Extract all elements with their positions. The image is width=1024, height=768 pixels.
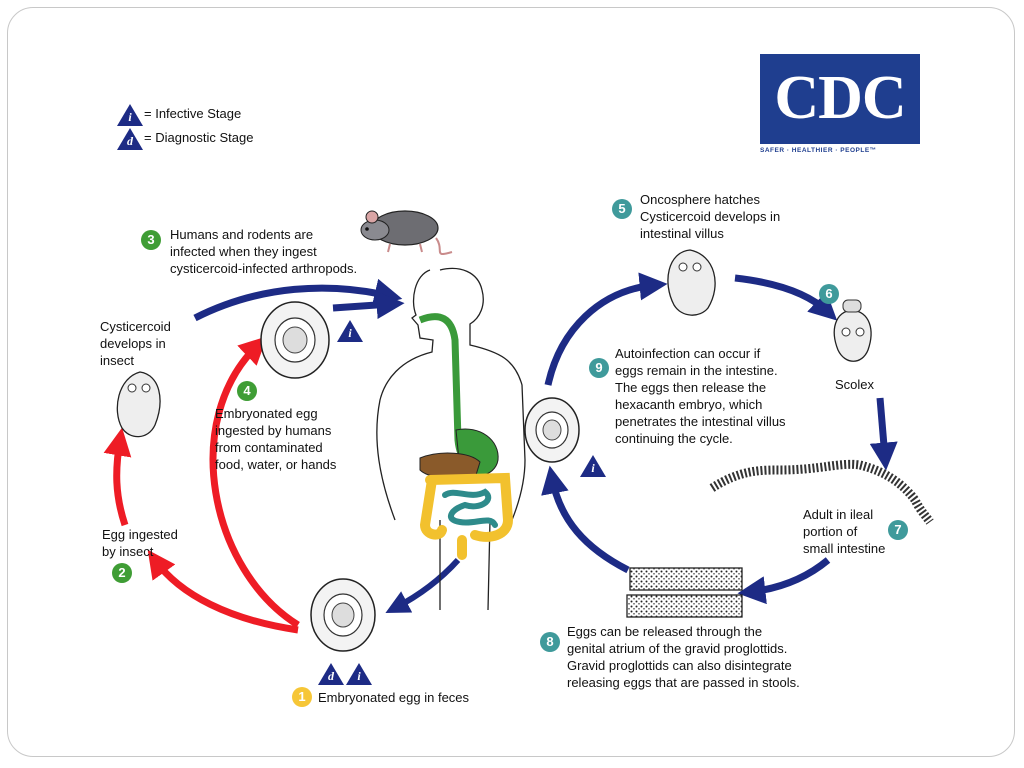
adult-tapeworm (709, 459, 934, 525)
step-3-text-line-3: cysticercoid-infected arthropods. (170, 261, 358, 276)
step-5-text-line-1: Oncosphere hatches (640, 192, 760, 207)
arrow-step3-to-human (193, 278, 403, 322)
step-6-text: Scolex (835, 377, 875, 392)
step-8-badge: 8 (540, 632, 560, 652)
arrow-human-to-feces (385, 557, 461, 613)
autoinfection-egg (524, 397, 580, 463)
step-2-text-line-1: Egg ingested (102, 527, 178, 542)
arrow-adult-to-proglottids (737, 557, 831, 605)
rodent-illustration (360, 210, 453, 256)
step-8-text-line-4: releasing eggs that are passed in stools… (567, 675, 800, 690)
step-4-badge: 4 (237, 381, 257, 401)
step-9-text-line-3: The eggs then release the (615, 380, 767, 395)
infective-stage-mark-autoinfection: i (580, 455, 606, 477)
step-7-text-line-3: small intestine (803, 541, 886, 556)
step-3-badge: 3 (141, 230, 161, 250)
cysticercoid-label-line-1: Cysticercoid (100, 319, 171, 334)
step-4-text-line-2: ingested by humans (215, 423, 332, 438)
scolex (833, 299, 872, 362)
step-2-badge: 2 (112, 563, 132, 583)
arrow-feces-to-insect (147, 549, 299, 634)
small-intestine (442, 488, 498, 528)
arrow-egg-to-human (332, 291, 405, 320)
step-4-text-line-4: food, water, or hands (215, 457, 337, 472)
step-7-text-line-2: portion of (803, 524, 858, 539)
step-7-text-line-1: Adult in ileal (803, 507, 874, 522)
infective-stage-icon: i (117, 104, 143, 126)
embryonated-egg-feces (310, 578, 376, 652)
cdc-tagline: SAFER · HEALTHIER · PEOPLE™ (760, 147, 877, 154)
step-4-text-line-1: Embryonated egg (215, 406, 318, 421)
legend-diagnostic-label: = Diagnostic Stage (144, 130, 254, 145)
cysticercoid-villus (667, 249, 716, 316)
large-intestine (419, 472, 514, 560)
arrow-feces-to-embryonated-egg (209, 336, 300, 628)
diagnostic-stage-icon: d (117, 128, 143, 150)
step-9-text-line-5: penetrates the intestinal villus (615, 414, 786, 429)
step-7-badge: 7 (888, 520, 908, 540)
step-8-text-line-3: Gravid proglottids can also disintegrate (567, 658, 792, 673)
cysticercoid-label-line-2: develops in (100, 336, 166, 351)
arrow-scolex-to-adult (869, 397, 898, 471)
step-3-text-line-1: Humans and rodents are (170, 227, 314, 242)
step-8-text-line-1: Eggs can be released through the (567, 624, 763, 639)
step-1-text: Embryonated egg in feces (318, 690, 470, 705)
slide-frame (7, 7, 1015, 757)
step-5-text-line-3: intestinal villus (640, 226, 724, 241)
step-3-text-line-2: infected when they ingest (170, 244, 317, 259)
step-9-text-line-2: eggs remain in the intestine. (615, 363, 778, 378)
diagnostic-stage-mark-feces: d (318, 663, 344, 685)
embryonated-egg-upper (260, 301, 330, 379)
step-6-badge: 6 (819, 284, 839, 304)
infective-stage-mark-feces: i (346, 663, 372, 685)
step-5-badge: 5 (612, 199, 632, 219)
step-9-text-line-4: hexacanth embryo, which (615, 397, 763, 412)
human-silhouette (376, 267, 526, 611)
cdc-logo: CDC (760, 54, 920, 144)
step-4-text-line-3: from contaminated (215, 440, 323, 455)
cysticercoid-insect (116, 371, 161, 438)
step-9-badge: 9 (589, 358, 609, 378)
cysticercoid-label-line-3: insect (100, 353, 134, 368)
gravid-proglottids (626, 567, 743, 618)
step-9-text-line-6: continuing the cycle. (615, 431, 733, 446)
arrow-oncosphere-to-scolex (734, 274, 838, 321)
infective-stage-mark-egg: i (337, 320, 363, 342)
cdc-logo-text: CDC (774, 64, 906, 132)
step-8-text-line-2: genital atrium of the gravid proglottids… (567, 641, 788, 656)
legend-infective-label: = Infective Stage (144, 106, 242, 121)
arrow-insect-up (103, 427, 132, 527)
arrow-autoinfection-to-oncosphere (544, 272, 668, 386)
step-5-text-line-2: Cysticercoid develops in (640, 209, 781, 224)
step-2-text-line-2: by insect (102, 544, 154, 559)
step-1-badge: 1 (292, 687, 312, 707)
liver (419, 452, 481, 479)
step-9-text-line-1: Autoinfection can occur if (615, 346, 761, 361)
arrow-proglottids-to-autoinfection (541, 465, 630, 574)
